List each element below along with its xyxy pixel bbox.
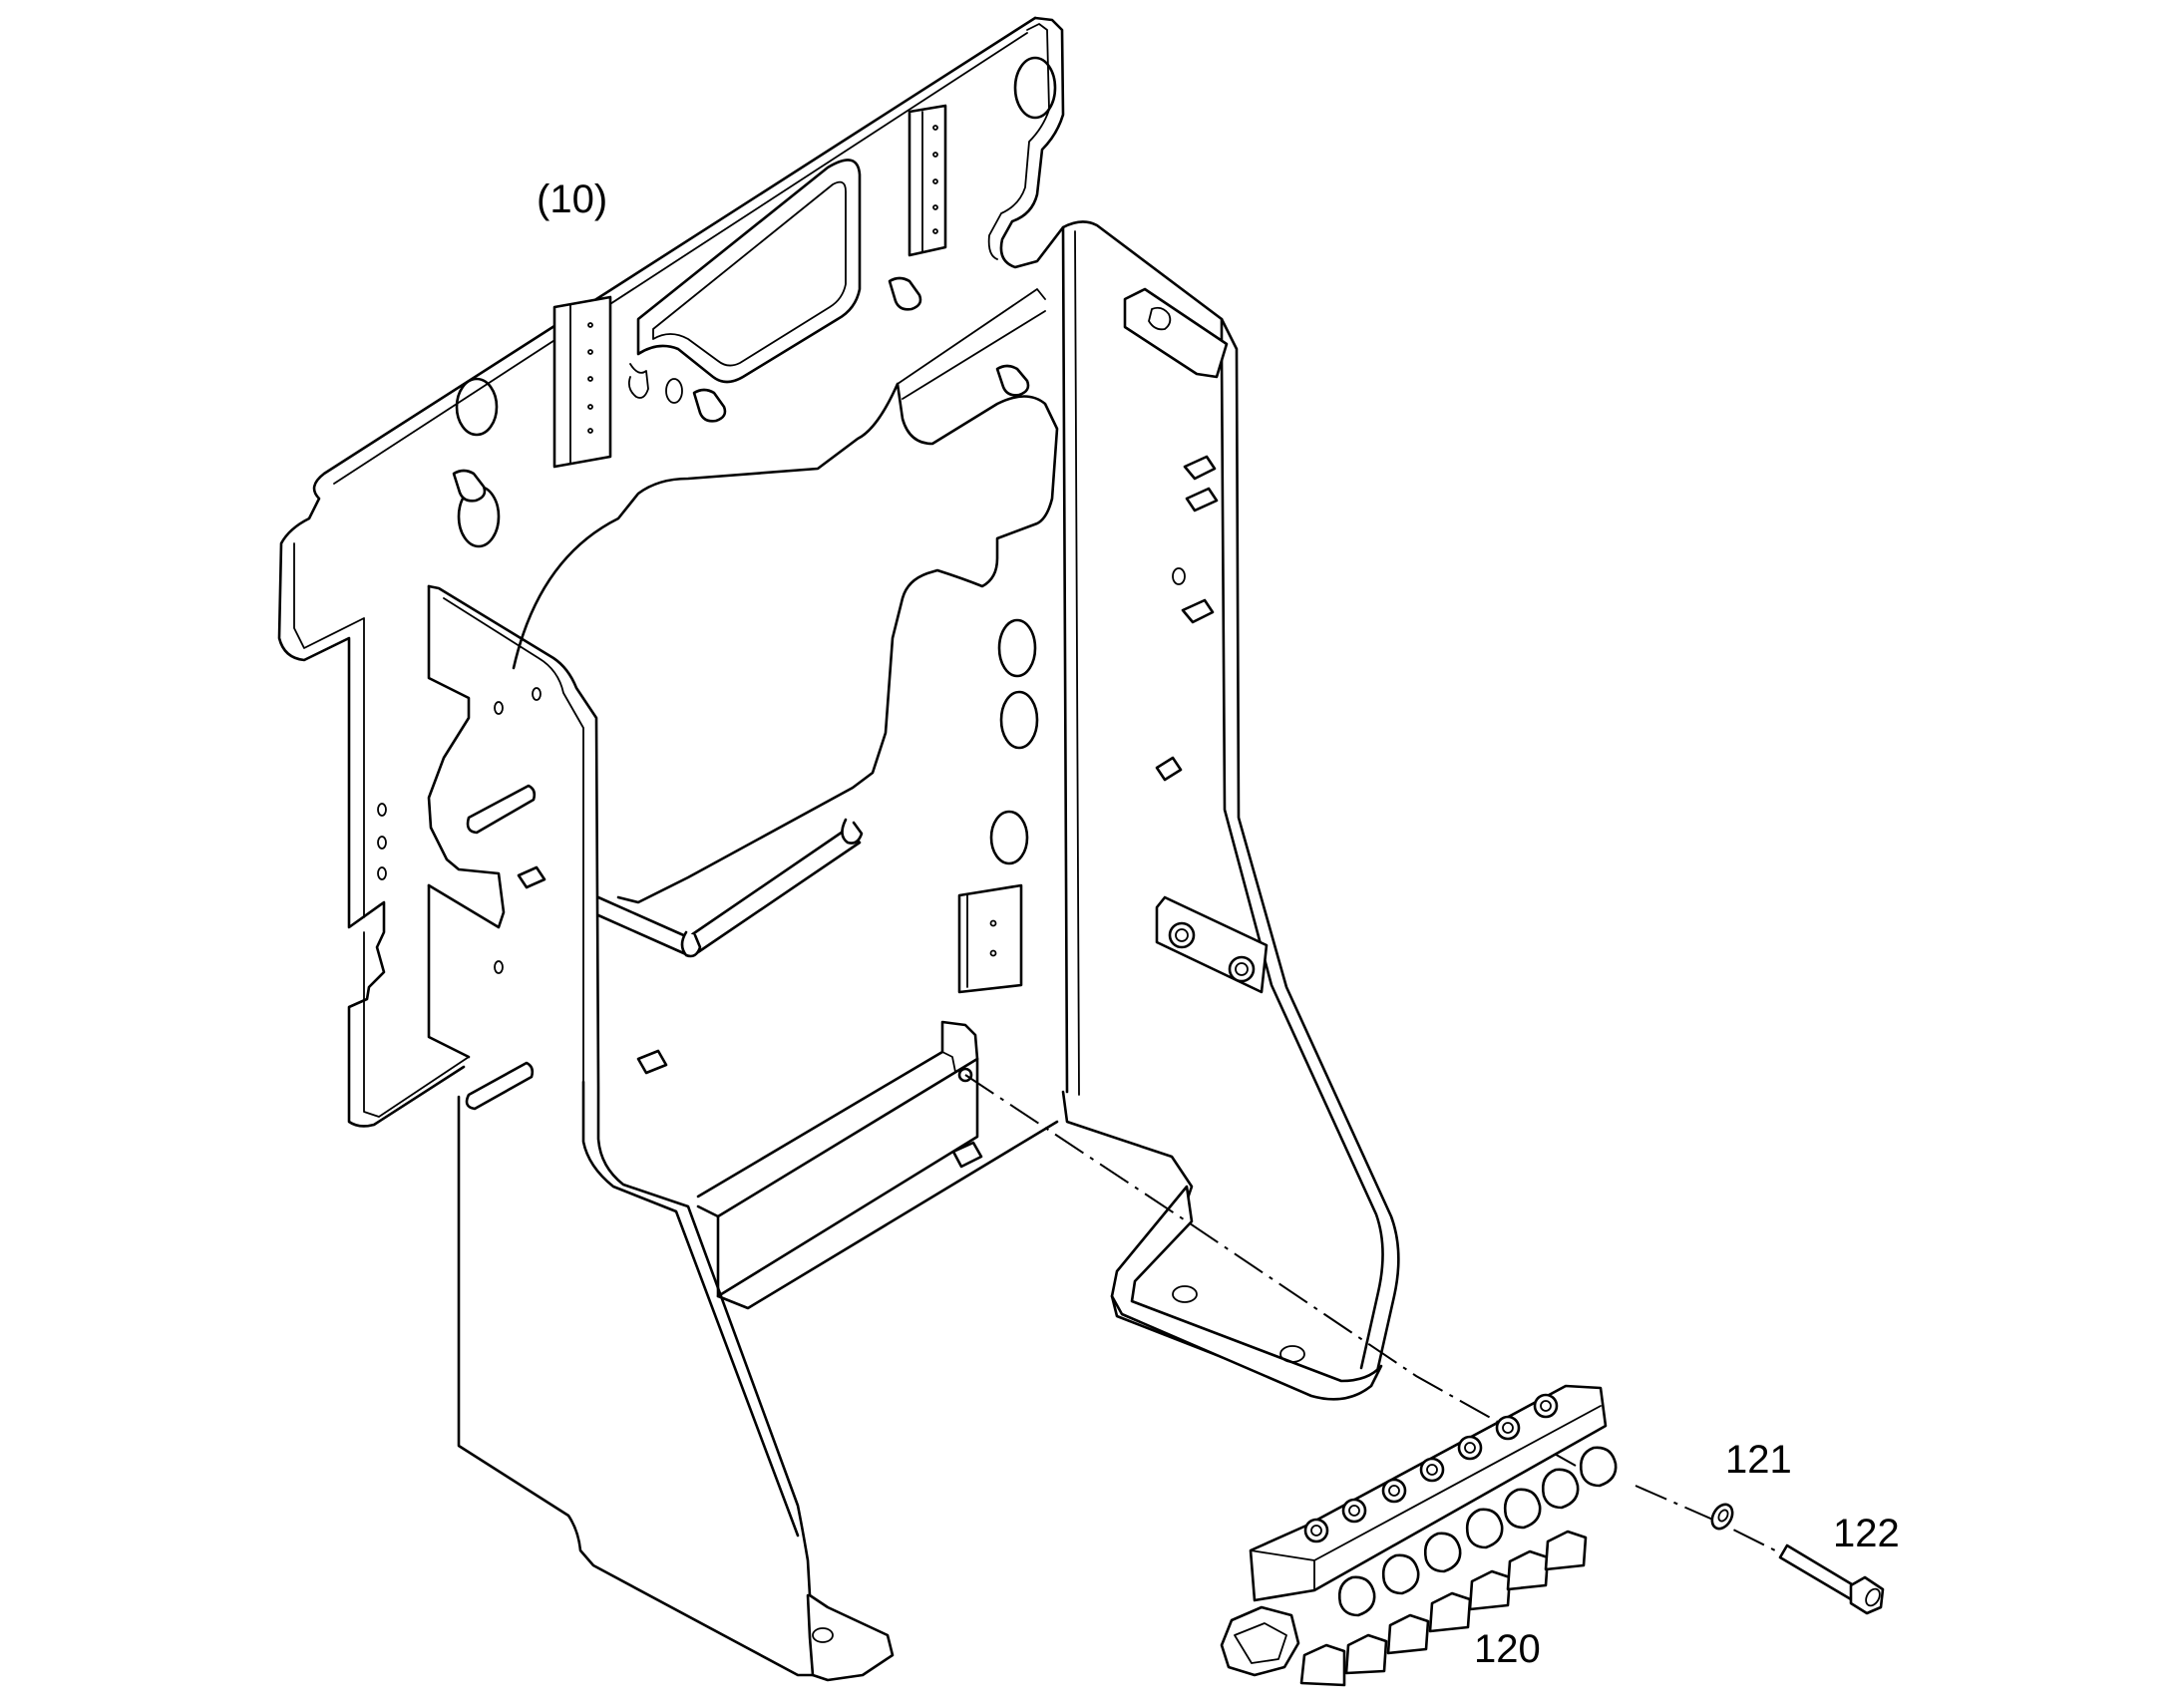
standoffs-and-bolts xyxy=(452,276,1219,1169)
socket-head-bolt xyxy=(1778,1543,1885,1615)
terminal-strips xyxy=(552,104,1023,994)
frame-back-plate xyxy=(277,16,1400,1401)
callout-bolt: 122 xyxy=(1833,1512,1900,1555)
callout-frame: (10) xyxy=(537,177,608,221)
fastener-center-line xyxy=(1635,1485,1786,1556)
washer xyxy=(1710,1503,1734,1531)
callout-washer: 121 xyxy=(1725,1438,1792,1482)
assembly-center-line xyxy=(964,1074,1577,1467)
frame-holes xyxy=(377,56,1186,880)
left-side-bracket xyxy=(427,584,895,1682)
frame-upper-window xyxy=(627,159,862,399)
callout-manifold: 120 xyxy=(1474,1627,1541,1671)
frame-central-opening xyxy=(512,288,1059,904)
distribution-manifold xyxy=(1220,1384,1618,1687)
